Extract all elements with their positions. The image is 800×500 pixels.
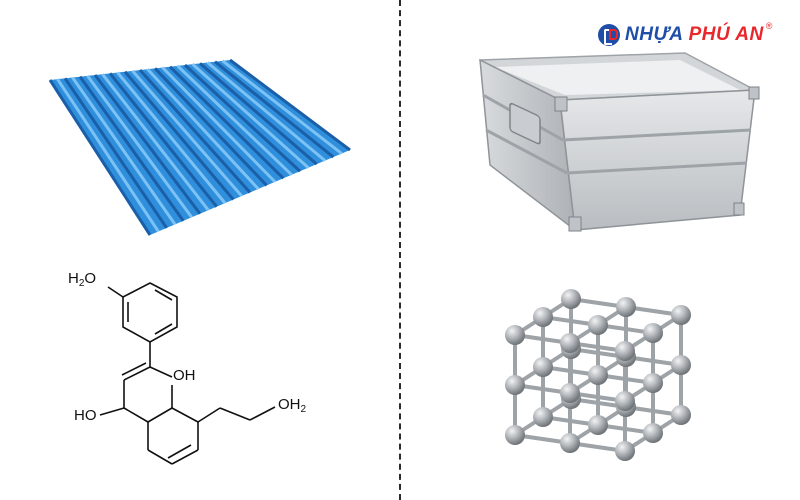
logo-text-part1: NHỰA [625,24,683,45]
brand-logo: NHỰA PHÚ AN ® [598,20,772,50]
molecule-structure-icon: H2O OH HO OH2 [60,255,360,480]
sheet-ridge [176,64,293,176]
lattice-atom [616,297,636,317]
crystal-lattice-icon [485,285,720,485]
sheet-ridge [63,77,168,229]
lattice-atom [505,375,525,395]
lattice-atom [588,415,608,435]
lattice-atom [615,391,635,411]
lattice-atom [588,315,608,335]
corrugated-sheet-icon [40,55,360,245]
lattice-atom [588,365,608,385]
sheet-ridge [138,68,252,194]
lattice-atom [643,323,663,343]
sheet-ridge [48,79,152,236]
registered-mark: ® [765,21,773,31]
lattice-atom [560,383,580,403]
lattice-atom [615,441,635,461]
dashed-divider [399,0,401,500]
storage-box-icon [455,45,765,240]
lattice-atom [505,425,525,445]
sheet-ridge [229,58,351,152]
logo-text-part2: PHÚ AN [688,24,764,45]
storage-box-svg [479,52,760,232]
logo-icon [598,24,620,46]
sheet-ridge [131,69,243,198]
sheet-ridge [206,61,326,162]
logo-text: NHỰA PHÚ AN [625,24,764,46]
sheet-ridge [199,62,318,166]
lattice-atom [671,355,691,375]
sheet-ridge [214,60,335,159]
sheet-ridge [86,74,193,219]
sheet-ridge [221,59,343,155]
label-h2o: H2O [68,270,96,289]
molecule-svg: H2O OH HO OH2 [68,270,307,465]
sheet-ridge [123,70,235,201]
label-oh2-right: OH2 [278,396,307,415]
sheet-ridge [146,68,260,190]
label-oh-top: OH [173,367,196,384]
sheet-ridge [161,66,277,183]
lattice-atom [643,423,663,443]
corrugated-sheet-svg [48,58,351,236]
crystal-lattice-svg [505,289,691,461]
lattice-atom [560,433,580,453]
lattice-atom [560,333,580,353]
lattice-atom [615,341,635,361]
sheet-ridge [116,71,227,205]
sheet-ridge [101,73,210,212]
lattice-atom [561,289,581,309]
lattice-atom [533,407,553,427]
sheet-ridge [168,65,285,180]
lattice-atom [671,305,691,325]
sheet-ridge [153,67,268,187]
lattice-atom [643,373,663,393]
lattice-atom [533,307,553,327]
sheet-ridge [191,63,310,169]
lattice-atoms [505,289,691,461]
sheet-ridges [48,58,351,236]
sheet-ridge [78,75,185,222]
lattice-atom [505,325,525,345]
sheet-ridge [93,74,202,215]
sheet-ridge [56,78,160,233]
lattice-atom [533,357,553,377]
sheet-ridge [108,72,218,208]
label-ho-left: HO [74,407,97,424]
sheet-ridge [183,63,302,173]
lattice-atom [671,405,691,425]
sheet-ridge [71,76,177,226]
